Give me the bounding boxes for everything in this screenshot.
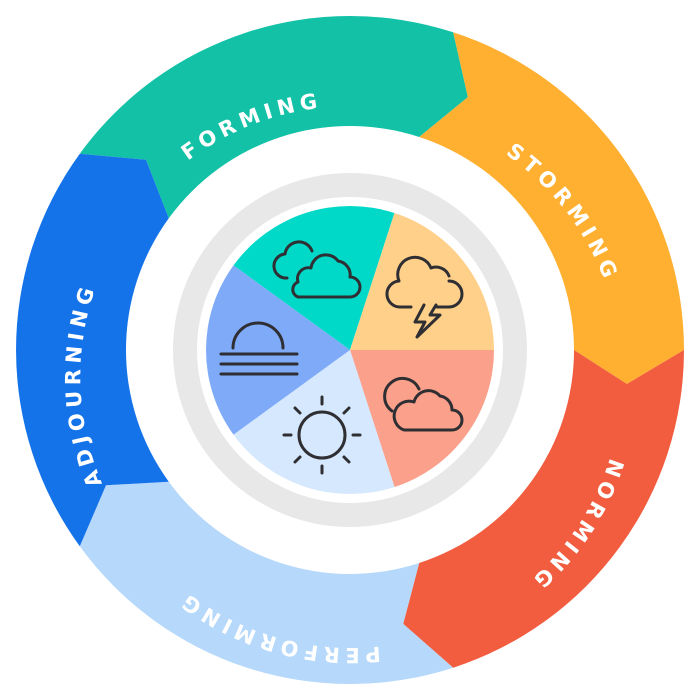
- clouds-icon: [272, 240, 362, 299]
- pie-slice-adjourning: [206, 265, 350, 435]
- pie-slice-forming: [233, 205, 395, 350]
- partly-cloudy-icon: [383, 376, 464, 432]
- pie-slice-storming: [350, 213, 495, 350]
- stage-arrow-adjourning: [16, 153, 169, 547]
- stage-arrow-norming: [403, 350, 684, 668]
- stage-arrow-storming: [419, 32, 684, 385]
- gray-ring: [173, 173, 527, 527]
- fog-sunset-icon: [219, 321, 299, 376]
- stage-arrow-forming: [79, 15, 468, 219]
- sun-icon: [282, 395, 362, 475]
- thunderstorm-icon: [385, 255, 464, 339]
- pie-slice-norming: [350, 350, 494, 487]
- stage-arrow-performing: [79, 481, 454, 685]
- pie-slice-performing: [233, 350, 395, 495]
